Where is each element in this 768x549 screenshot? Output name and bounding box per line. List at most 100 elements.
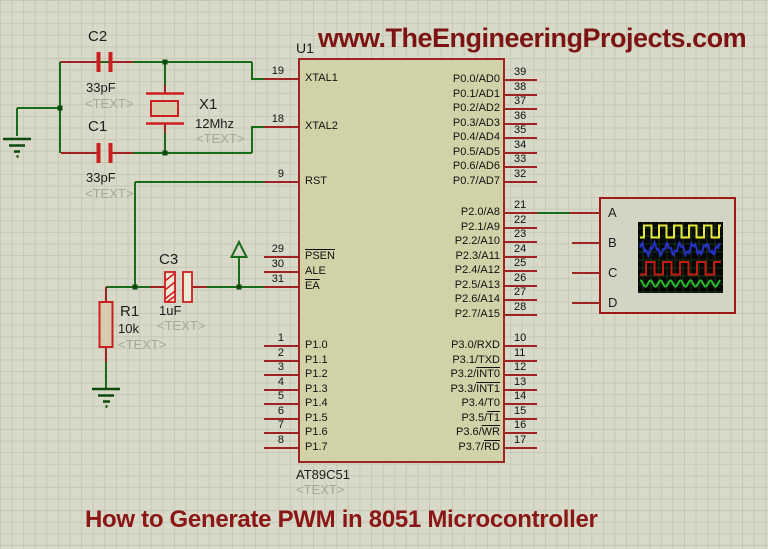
pin-stub-P2.4A12[interactable]: [505, 270, 537, 272]
pin-stub-P2.7A15[interactable]: [505, 313, 537, 316]
c2-text-placeholder: <TEXT>: [85, 96, 134, 111]
c2-value-label: 33pF: [86, 80, 116, 95]
pin-stub-P1.2[interactable]: [264, 374, 298, 376]
pin-number: 13: [514, 375, 527, 388]
capacitor-c1[interactable]: [61, 143, 133, 163]
pin-stub-P2.3A11[interactable]: [505, 255, 537, 258]
x1-ref-label: X1: [199, 96, 218, 113]
scope-input-label-b: B: [608, 235, 617, 250]
c3-ref-label: C3: [159, 251, 179, 268]
pin-stub-P1.6[interactable]: [264, 432, 298, 434]
pin-stub-P1.7[interactable]: [264, 446, 298, 449]
pin-label: P3.6/WR: [455, 426, 500, 438]
pin-stub-P0.0AD0[interactable]: [505, 79, 537, 81]
pin-label: XTAL2: [305, 120, 338, 132]
pin-number: 4: [277, 375, 284, 388]
pin-number: 14: [514, 390, 527, 402]
pin-label: P1.3: [305, 382, 328, 395]
pin-stub-XTAL1[interactable]: [264, 78, 298, 80]
pin-stub-P0.5AD5[interactable]: [505, 151, 537, 154]
pin-number: 39: [514, 66, 527, 78]
pin-number: 32: [514, 167, 527, 180]
pin-label: P3.2/INT0: [450, 368, 500, 380]
scope-input-label-c: C: [608, 265, 618, 280]
pin-stub-P0.6AD6[interactable]: [505, 166, 537, 168]
crystal-x1[interactable]: [146, 85, 184, 133]
pin-stub-P3.1TXD[interactable]: [505, 359, 537, 362]
scope-input-stub-b[interactable]: [572, 242, 600, 244]
pin-stub-P3.0RXD[interactable]: [505, 345, 537, 347]
pin-number: 19: [271, 65, 284, 77]
pin-stub-P3.6WR[interactable]: [505, 432, 537, 434]
pin-stub-P1.1[interactable]: [264, 359, 298, 362]
scope-input-stub-d[interactable]: [572, 302, 600, 304]
pin-number: 29: [271, 243, 284, 255]
r1-text-placeholder: <TEXT>: [118, 337, 167, 352]
waveform-channel-d: [639, 279, 722, 288]
junction-dot: [57, 59, 242, 290]
power-arrow-icon[interactable]: [229, 239, 249, 258]
r1-value-label: 10k: [118, 321, 139, 336]
pin-label: P1.0: [305, 339, 328, 351]
pin-stub-P1.4[interactable]: [264, 403, 298, 405]
pin-label: P2.6/A14: [454, 293, 500, 305]
c2-ref-label: C2: [88, 28, 108, 45]
pin-stub-P2.1A9[interactable]: [505, 226, 537, 229]
pin-stub-P3.4T0[interactable]: [505, 403, 537, 405]
pin-stub-P2.2A10[interactable]: [505, 241, 537, 243]
pin-stub-XTAL2[interactable]: [264, 126, 298, 128]
mcu-at89c51[interactable]: [298, 58, 505, 463]
c3-value-label: 1uF: [159, 303, 182, 318]
pin-number: 21: [514, 199, 527, 211]
pin-stub-P2.6A14[interactable]: [505, 299, 537, 301]
waveform-channel-b: [639, 239, 722, 259]
pin-stub-PSEN[interactable]: [264, 256, 298, 258]
pin-label: P2.0/A8: [460, 206, 500, 218]
pin-label: P2.3/A11: [455, 249, 500, 262]
pin-number: 23: [514, 228, 527, 240]
pin-stub-EA[interactable]: [264, 286, 298, 288]
pin-number: 37: [514, 95, 527, 107]
pin-stub-P1.0[interactable]: [264, 345, 298, 347]
pin-number: 17: [514, 433, 527, 446]
pin-stub-P0.4AD4[interactable]: [505, 137, 537, 139]
waveform-channel-c: [640, 261, 721, 276]
resistor-r1[interactable]: [98, 287, 114, 362]
pin-stub-P1.3[interactable]: [264, 388, 298, 391]
pin-stub-P3.7RD[interactable]: [505, 446, 537, 449]
pin-stub-P0.7AD7[interactable]: [505, 180, 537, 183]
oscilloscope-waveforms: [638, 222, 723, 293]
pin-stub-ALE[interactable]: [264, 271, 298, 273]
pin-stub-P3.2INT0[interactable]: [505, 374, 537, 376]
pin-label: P0.7/AD7: [452, 174, 500, 187]
pin-stub-P0.2AD2[interactable]: [505, 108, 537, 110]
scope-input-label-a: A: [608, 205, 617, 220]
pin-number: 27: [514, 286, 527, 298]
scope-input-stub-c[interactable]: [572, 272, 600, 274]
pin-stub-P0.1AD1[interactable]: [505, 93, 537, 96]
pin-label: P0.1/AD1: [452, 87, 500, 100]
ground-icon[interactable]: [3, 137, 31, 158]
pin-stub-P2.0A8[interactable]: [505, 212, 537, 214]
pin-stub-P1.5[interactable]: [264, 417, 298, 420]
pin-stub-P3.3INT1[interactable]: [505, 388, 537, 391]
pin-label: P2.2/A10: [454, 235, 500, 247]
r1-ref-label: R1: [120, 303, 140, 320]
pin-stub-P2.5A13[interactable]: [505, 284, 537, 287]
ground-icon[interactable]: [92, 387, 120, 408]
watermark-text: www.TheEngineeringProjects.com: [318, 23, 747, 53]
capacitor-c2[interactable]: [61, 52, 133, 72]
pin-label: P0.0/AD0: [452, 73, 500, 85]
pin-label: P0.2/AD2: [452, 102, 500, 114]
pin-number: 6: [277, 404, 284, 417]
capacitor-c3[interactable]: [150, 271, 207, 303]
mcu-ref-label: U1: [296, 40, 314, 56]
pin-number: 18: [271, 113, 284, 125]
scope-input-stub-a[interactable]: [570, 212, 600, 214]
pin-label: EA: [305, 280, 320, 292]
pin-stub-P3.5T1[interactable]: [505, 417, 537, 420]
pin-number: 24: [514, 242, 527, 255]
pin-stub-P0.3AD3[interactable]: [505, 122, 537, 125]
pin-stub-RST[interactable]: [264, 181, 298, 183]
